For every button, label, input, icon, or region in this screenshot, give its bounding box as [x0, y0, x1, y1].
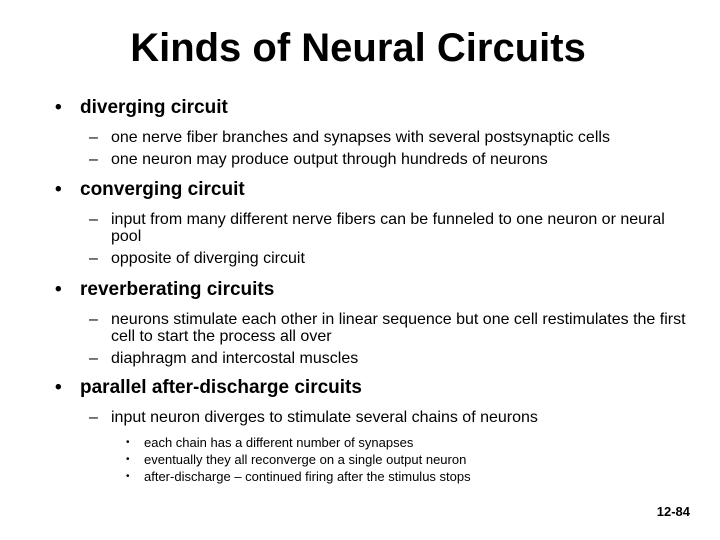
heading-text: reverberating circuits [80, 279, 275, 300]
sub-sub-bullet-text: after-discharge – continued firing after… [144, 469, 471, 484]
sub-bullet-item: – one neuron may produce output through … [89, 151, 690, 168]
sub-bullet-item: – one nerve fiber branches and synapses … [89, 129, 690, 146]
bullet-heading: • reverberating circuits [55, 279, 720, 301]
sub-bullet-text: neurons stimulate each other in linear s… [111, 311, 686, 345]
sub-sub-bullet-list: • each chain has a different number of s… [0, 435, 720, 485]
dash-icon: – [89, 151, 98, 168]
sub-bullet-text: input neuron diverges to stimulate sever… [111, 409, 538, 426]
sub-sub-bullet-text: each chain has a different number of syn… [144, 435, 414, 450]
sub-bullet-text: one nerve fiber branches and synapses wi… [111, 129, 610, 146]
sub-bullet-text: diaphragm and intercostal muscles [111, 350, 359, 367]
sub-bullet-list: – one nerve fiber branches and synapses … [0, 129, 720, 168]
sub-bullet-text: one neuron may produce output through hu… [111, 151, 548, 168]
sub-bullet-item: – diaphragm and intercostal muscles [89, 350, 690, 367]
dash-icon: – [89, 350, 98, 367]
sub-bullet-item: – input neuron diverges to stimulate sev… [89, 409, 690, 426]
bullet-heading: • diverging circuit [55, 97, 720, 119]
sub-sub-bullet-item: • after-discharge – continued firing aft… [126, 469, 720, 485]
sub-bullet-item: – opposite of diverging circuit [89, 250, 690, 267]
section-diverging-circuit: • diverging circuit – one nerve fiber br… [0, 97, 720, 173]
slide-number: 12-84 [656, 504, 690, 519]
small-bullet-icon: • [126, 471, 130, 482]
bullet-icon: • [55, 97, 62, 118]
section-converging-circuit: • converging circuit – input from many d… [0, 179, 720, 272]
heading-text: diverging circuit [80, 97, 228, 118]
sub-bullet-list: – input from many different nerve fibers… [0, 211, 720, 267]
sub-sub-bullet-item: • each chain has a different number of s… [126, 435, 720, 451]
small-bullet-icon: • [126, 454, 130, 465]
bullet-icon: • [55, 377, 62, 398]
sub-bullet-item: – neurons stimulate each other in linear… [89, 311, 690, 345]
dash-icon: – [89, 129, 98, 146]
bullet-heading: • converging circuit [55, 179, 720, 201]
slide-title: Kinds of Neural Circuits [130, 26, 586, 70]
dash-icon: – [89, 211, 98, 228]
heading-text: parallel after-discharge circuits [80, 377, 362, 398]
dash-icon: – [89, 409, 98, 426]
sub-sub-bullet-text: eventually they all reconverge on a sing… [144, 452, 467, 467]
sub-bullet-list: – input neuron diverges to stimulate sev… [0, 409, 720, 426]
sub-sub-bullet-item: • eventually they all reconverge on a si… [126, 452, 720, 468]
sub-bullet-item: – input from many different nerve fibers… [89, 211, 690, 245]
section-parallel-after-discharge-circuits: • parallel after-discharge circuits – in… [0, 377, 720, 486]
sub-bullet-text: input from many different nerve fibers c… [111, 211, 665, 245]
bullet-heading: • parallel after-discharge circuits [55, 377, 720, 399]
sub-bullet-text: opposite of diverging circuit [111, 250, 305, 267]
dash-icon: – [89, 250, 98, 267]
section-reverberating-circuits: • reverberating circuits – neurons stimu… [0, 279, 720, 372]
bullet-icon: • [55, 279, 62, 300]
dash-icon: – [89, 311, 98, 328]
bullet-icon: • [55, 179, 62, 200]
small-bullet-icon: • [126, 437, 130, 448]
sub-bullet-list: – neurons stimulate each other in linear… [0, 311, 720, 367]
heading-text: converging circuit [80, 179, 245, 200]
